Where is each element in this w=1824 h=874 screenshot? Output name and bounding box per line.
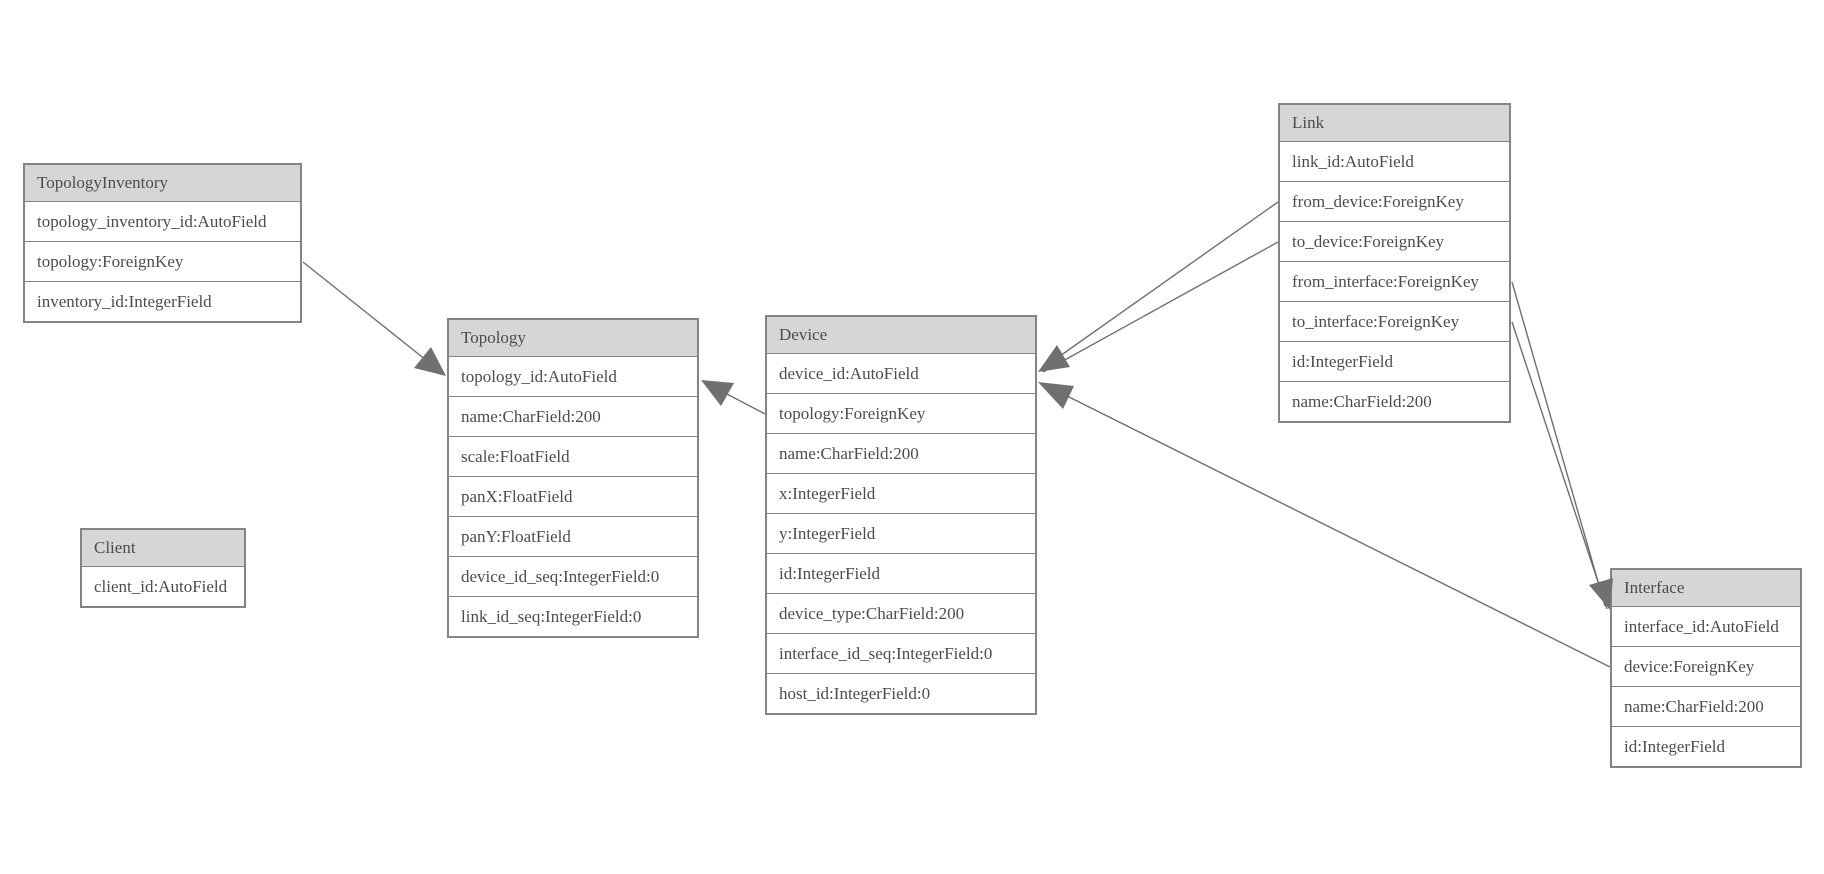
field-row: id:IntegerField [1612, 727, 1800, 766]
entity-link: Link link_id:AutoField from_device:Forei… [1278, 103, 1511, 423]
edge-link-todevice-device [1042, 241, 1279, 373]
edge-link-frominterface-interface [1511, 281, 1606, 607]
edge-topologyinventory-topology [302, 261, 442, 373]
field-row: name:CharField:200 [1280, 382, 1509, 421]
field-row: panY:FloatField [449, 517, 697, 557]
field-row: device_type:CharField:200 [767, 594, 1035, 634]
edge-link-fromdevice-device [1042, 201, 1279, 369]
arrowhead-topology-icon [414, 347, 446, 376]
field-row: link_id:AutoField [1280, 142, 1509, 182]
field-row: client_id:AutoField [82, 567, 244, 606]
entity-header-client: Client [82, 530, 244, 567]
field-row: to_interface:ForeignKey [1280, 302, 1509, 342]
field-row: x:IntegerField [767, 474, 1035, 514]
field-row: to_device:ForeignKey [1280, 222, 1509, 262]
edge-interface-device [1042, 383, 1611, 668]
field-row: panX:FloatField [449, 477, 697, 517]
entity-topologyinventory: TopologyInventory topology_inventory_id:… [23, 163, 302, 323]
arrowhead-device-upper-icon [1038, 345, 1070, 372]
field-row: topology_inventory_id:AutoField [25, 202, 300, 242]
entity-header-interface: Interface [1612, 570, 1800, 607]
entity-client: Client client_id:AutoField [80, 528, 246, 608]
field-row: name:CharField:200 [767, 434, 1035, 474]
field-row: link_id_seq:IntegerField:0 [449, 597, 697, 636]
field-row: device_id:AutoField [767, 354, 1035, 394]
field-row: id:IntegerField [767, 554, 1035, 594]
field-row: scale:FloatField [449, 437, 697, 477]
field-row: device:ForeignKey [1612, 647, 1800, 687]
field-row: interface_id_seq:IntegerField:0 [767, 634, 1035, 674]
field-row: host_id:IntegerField:0 [767, 674, 1035, 713]
field-row: topology:ForeignKey [25, 242, 300, 282]
arrowhead-device-lower-icon [1038, 382, 1074, 409]
edge-device-topology [705, 382, 766, 415]
field-row: topology:ForeignKey [767, 394, 1035, 434]
field-row: interface_id:AutoField [1612, 607, 1800, 647]
field-row: from_device:ForeignKey [1280, 182, 1509, 222]
arrowhead-topology2-icon [701, 380, 734, 406]
entity-interface: Interface interface_id:AutoField device:… [1610, 568, 1802, 768]
field-row: device_id_seq:IntegerField:0 [449, 557, 697, 597]
field-row: inventory_id:IntegerField [25, 282, 300, 321]
entity-topology: Topology topology_id:AutoField name:Char… [447, 318, 699, 638]
field-row: name:CharField:200 [449, 397, 697, 437]
edge-link-tointerface-interface [1511, 321, 1608, 610]
entity-header-topology: Topology [449, 320, 697, 357]
field-row: y:IntegerField [767, 514, 1035, 554]
entity-header-topologyinventory: TopologyInventory [25, 165, 300, 202]
field-row: name:CharField:200 [1612, 687, 1800, 727]
field-row: id:IntegerField [1280, 342, 1509, 382]
entity-header-device: Device [767, 317, 1035, 354]
field-row: topology_id:AutoField [449, 357, 697, 397]
field-row: from_interface:ForeignKey [1280, 262, 1509, 302]
entity-device: Device device_id:AutoField topology:Fore… [765, 315, 1037, 715]
entity-header-link: Link [1280, 105, 1509, 142]
